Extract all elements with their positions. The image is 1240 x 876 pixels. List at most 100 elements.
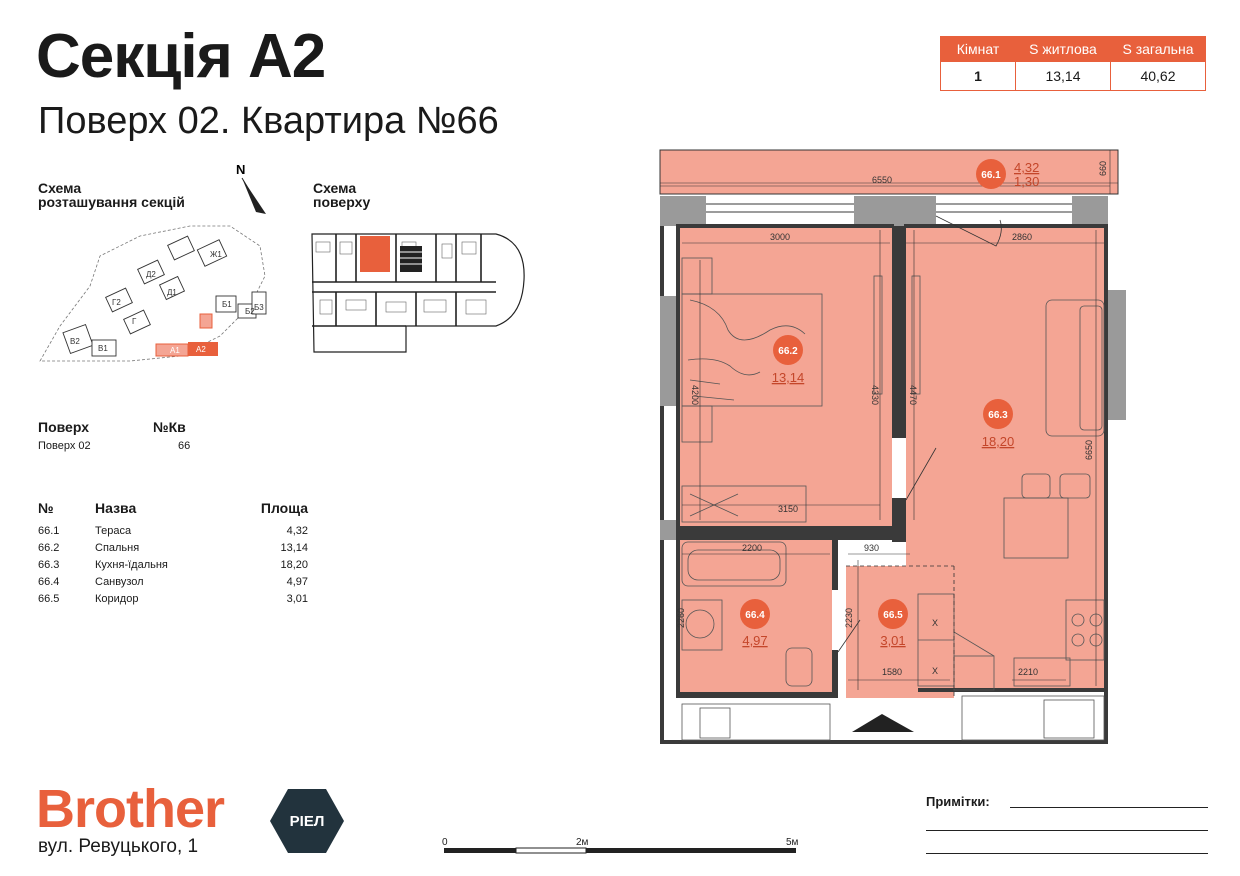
- brand-logo-text: Brother: [36, 779, 225, 839]
- dim-corridor-length: 2230: [844, 608, 854, 628]
- svg-text:4,97: 4,97: [742, 633, 767, 648]
- notes-line: [1010, 807, 1208, 808]
- room-area: 4,97: [286, 575, 308, 588]
- room-area: 13,14: [280, 541, 308, 554]
- summary-living-area-value: 13,14: [1015, 61, 1111, 91]
- section-label-g: Г: [132, 317, 137, 326]
- table-row: 66.1 Тераса 4,32: [38, 522, 308, 539]
- section-label-b2: Б2: [245, 307, 255, 316]
- door-mark: X: [932, 666, 938, 676]
- page-title: Секція А2: [36, 22, 326, 91]
- bedroom-area: [678, 226, 892, 526]
- north-arrow-icon: [242, 178, 266, 214]
- svg-text:66.3: 66.3: [988, 410, 1008, 421]
- scale-label-2m: 2м: [576, 837, 589, 848]
- scale-label-5m: 5м: [786, 837, 799, 848]
- north-label: N: [236, 162, 245, 177]
- svg-text:66.5: 66.5: [883, 610, 903, 621]
- section-label-a2: А2: [196, 345, 206, 354]
- apt-number-value: 66: [178, 440, 191, 452]
- dim-bedroom-length: 4200: [690, 385, 700, 405]
- room-name: Тераса: [95, 524, 132, 537]
- apartment-summary-table: Кімнат S житлова S загальна 1 13,14 40,6…: [940, 36, 1206, 91]
- section-label-zh1: Ж1: [210, 250, 222, 259]
- notes-line: [926, 853, 1208, 854]
- svg-text:66.2: 66.2: [778, 346, 798, 357]
- section-label-b1: Б1: [222, 300, 232, 309]
- dim-corridor-width: 1580: [882, 667, 902, 677]
- floor-scheme-title-line2: поверху: [313, 194, 371, 210]
- room-number: 66.3: [38, 558, 60, 571]
- room-number: 66.5: [38, 592, 60, 605]
- rooms-table: № Назва Площа 66.1 Тераса 4,32 66.2 Спал…: [38, 500, 308, 607]
- table-row: 66.2 Спальня 13,14: [38, 539, 308, 556]
- sections-scheme-title-line2: розташування секцій: [38, 194, 185, 210]
- dim-kitchen-bottom: 2210: [1018, 667, 1038, 677]
- room-name: Кухня-їдальня: [95, 558, 168, 571]
- room-badge-66-3: 66.3 18,20: [982, 399, 1015, 449]
- dim-bedroom-width: 3000: [770, 232, 790, 242]
- dim-bedroom-length-2: 4330: [870, 385, 880, 405]
- rooms-header-name: Назва: [95, 500, 137, 516]
- room-name: Санвузол: [95, 575, 144, 588]
- room-area: 18,20: [280, 558, 308, 571]
- dim-corridor-gap: 930: [864, 543, 879, 553]
- svg-text:66.1: 66.1: [981, 170, 1001, 181]
- room-area: 3,01: [286, 592, 308, 605]
- sections-scheme-title: Схема розташування секцій: [38, 181, 185, 209]
- svg-text:4,32: 4,32: [1014, 160, 1039, 175]
- room-area: 4,32: [286, 524, 308, 537]
- rooms-header-area: Площа: [260, 500, 308, 516]
- room-badge-66-4: 66.4 4,97: [740, 599, 770, 648]
- section-label-d1: Д1: [167, 288, 177, 297]
- floor-header: Поверх: [38, 419, 89, 435]
- room-name: Спальня: [95, 541, 140, 554]
- floor-value: Поверх 02: [38, 440, 91, 452]
- room-number: 66.1: [38, 524, 60, 537]
- summary-total-area-value: 40,62: [1110, 61, 1206, 91]
- section-label-v1: В1: [98, 344, 108, 353]
- svg-text:18,20: 18,20: [982, 434, 1015, 449]
- brand-badge-logo: РІЕЛ: [270, 789, 344, 853]
- sections-site-scheme: N Ж1 Д2 Д1 Г2 Г Б2 Б1 Б3 В2 В1 А1 А2: [39, 162, 267, 362]
- summary-header-total-area: S загальна: [1110, 36, 1206, 62]
- svg-text:66.4: 66.4: [745, 610, 765, 621]
- scale-bar: 0 2м 5м: [442, 837, 799, 854]
- dim-bathroom-length: 2260: [676, 608, 686, 628]
- apartment-floor-plan: 6550 660 3000 2860 4200 4330 4470 6650 3…: [659, 149, 1126, 744]
- table-row: 66.4 Санвузол 4,97: [38, 573, 308, 590]
- room-badge-66-2: 66.2 13,14: [772, 335, 805, 385]
- summary-rooms-value: 1: [940, 61, 1016, 91]
- room-number: 66.2: [38, 541, 60, 554]
- dim-bedroom-bottom: 3150: [778, 504, 798, 514]
- dim-kitchen-partial: 4470: [908, 385, 918, 405]
- table-row: 66.5 Коридор 3,01: [38, 590, 308, 607]
- svg-text:13,14: 13,14: [772, 370, 805, 385]
- section-label-b3: Б3: [254, 303, 264, 312]
- scale-label-0: 0: [442, 837, 448, 848]
- dim-total-width: 6550: [872, 175, 892, 185]
- summary-header-living-area: S житлова: [1015, 36, 1111, 62]
- rooms-header-number: №: [38, 500, 54, 516]
- dim-bathroom-width: 2200: [742, 543, 762, 553]
- room-number: 66.4: [38, 575, 60, 588]
- dim-kitchen-width: 2860: [1012, 232, 1032, 242]
- floor-scheme-title-line1: Схема: [313, 180, 357, 196]
- section-label-g2: Г2: [112, 298, 121, 307]
- entrance-arrow-icon: [852, 714, 914, 732]
- section-label-a1: А1: [170, 346, 180, 355]
- table-row: 66.3 Кухня-їдальня 18,20: [38, 556, 308, 573]
- door-mark: X: [932, 618, 938, 628]
- summary-header-rooms: Кімнат: [940, 36, 1016, 62]
- floor-scheme-title: Схема поверху: [313, 181, 370, 209]
- page-subtitle: Поверх 02. Квартира №66: [38, 100, 499, 142]
- corridor-area: [846, 566, 954, 698]
- dim-kitchen-length: 6650: [1084, 440, 1094, 460]
- section-label-v2: В2: [70, 337, 80, 346]
- apt-number-header: №Кв: [153, 419, 186, 435]
- svg-text:1,30: 1,30: [1014, 174, 1039, 189]
- dim-terrace-depth: 660: [1098, 161, 1108, 176]
- svg-text:3,01: 3,01: [880, 633, 905, 648]
- room-badge-66-5: 66.5 3,01: [878, 599, 908, 648]
- brand-badge-text: РІЕЛ: [290, 813, 325, 830]
